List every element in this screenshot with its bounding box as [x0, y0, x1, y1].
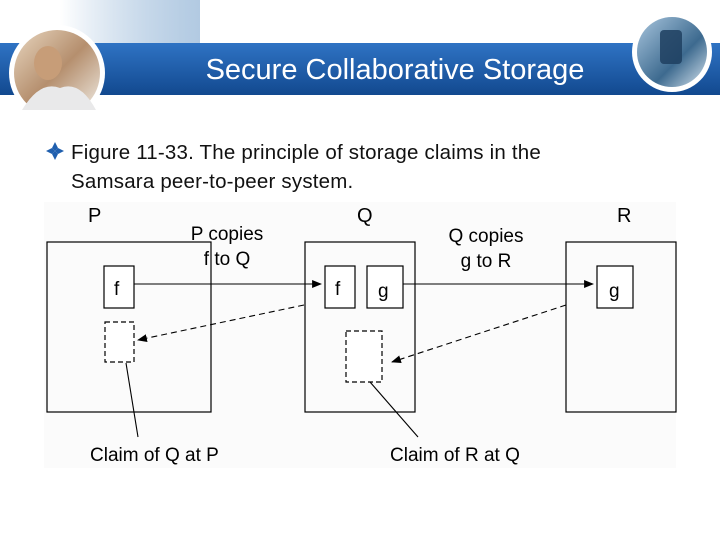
- copy-label-q-line-2: g to R: [461, 251, 512, 272]
- pointer-line-claim-q-at-p: [125, 362, 139, 438]
- left-photo-shirt: [22, 86, 96, 110]
- node-box-q: [304, 241, 416, 413]
- file-box-q-g: [366, 265, 404, 309]
- claim-box-r-at-q: [345, 330, 383, 383]
- file-label-q-g: g: [378, 281, 389, 302]
- file-box-q-f: [324, 265, 356, 309]
- claim-arrow-q-to-p: [137, 304, 305, 343]
- diamond-bullet-icon: [46, 142, 64, 160]
- claim-arrow-r-to-q: [391, 304, 567, 363]
- bullet-line-1: Figure 11-33. The principle of storage c…: [71, 141, 541, 164]
- file-box-r-g: [596, 265, 634, 309]
- title-band: [0, 43, 720, 95]
- claim-label-r-at-q: Claim of R at Q: [390, 445, 520, 466]
- bullet-text: Figure 11-33. The principle of storage c…: [71, 138, 671, 196]
- slide-title: Secure Collaborative Storage: [205, 54, 585, 86]
- copy-label-p-line-2: f to Q: [204, 249, 250, 270]
- claim-box-q-at-p: [104, 321, 135, 363]
- file-box-p-f: [103, 265, 135, 309]
- node-label-r: R: [617, 205, 631, 227]
- bullet-line-2: Samsara peer-to-peer system.: [71, 170, 354, 193]
- left-photo-face: [34, 46, 62, 80]
- file-label-q-f: f: [335, 279, 341, 300]
- slide-header: Secure Collaborative Storage: [0, 0, 720, 110]
- node-box-p: [46, 241, 212, 413]
- right-photo-figure: [660, 30, 682, 64]
- file-label-p-f: f: [114, 279, 120, 300]
- copy-label-q-line-1: Q copies: [449, 226, 524, 247]
- header-graphic: [0, 0, 720, 110]
- node-label-q: Q: [357, 205, 373, 227]
- node-label-p: P: [88, 205, 101, 227]
- file-label-r-g: g: [609, 281, 620, 302]
- claim-label-q-at-p: Claim of Q at P: [90, 445, 219, 466]
- node-box-r: [565, 241, 677, 413]
- pointer-line-claim-r-at-q: [369, 381, 419, 438]
- copy-label-p-line-1: P copies: [191, 224, 264, 245]
